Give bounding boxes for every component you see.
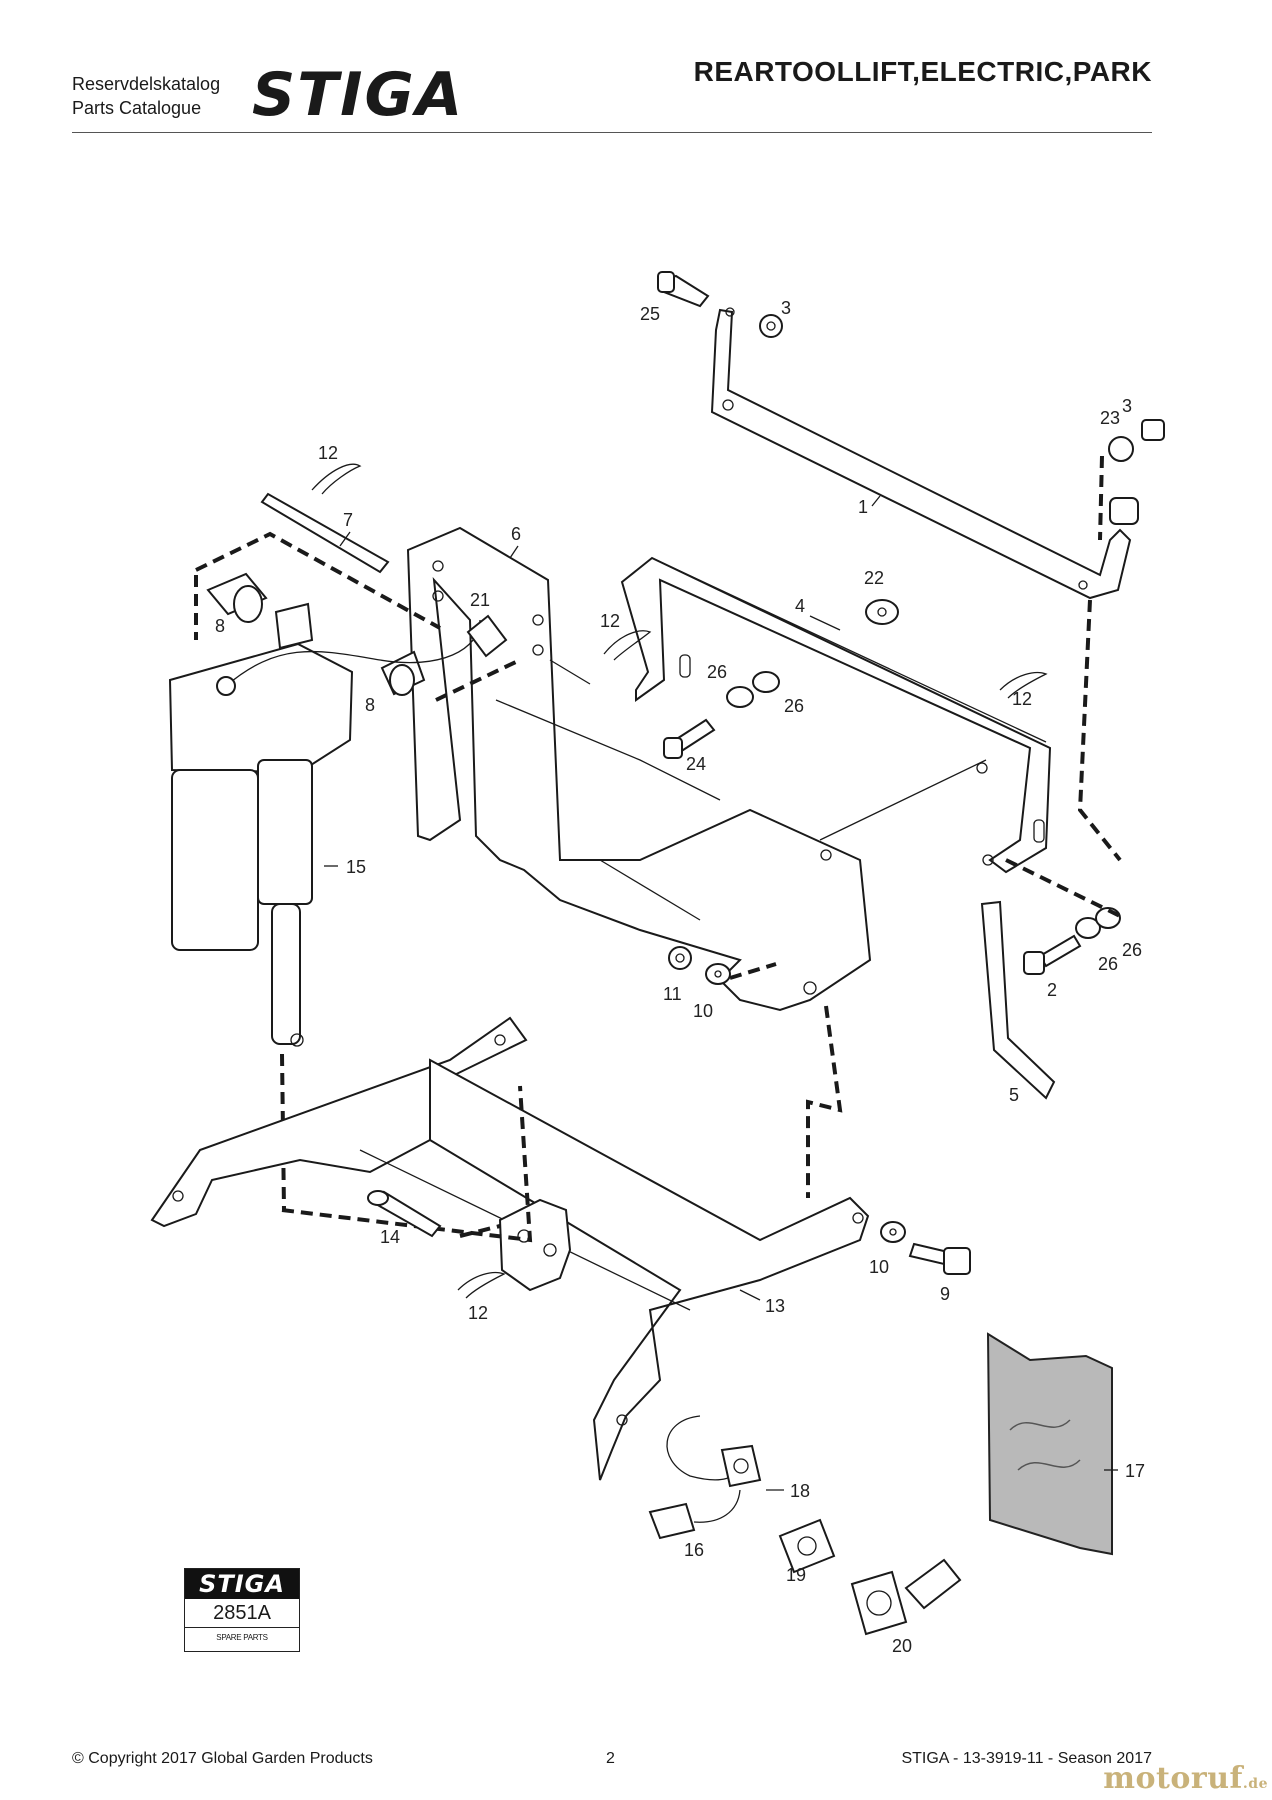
stiga-logo-text: STIGA <box>252 60 465 130</box>
part-5-lever <box>980 900 1056 1100</box>
callout-3-right: 3 <box>1122 396 1132 416</box>
callout-12-top: 12 <box>318 443 338 463</box>
catalog-label-english: Parts Catalogue <box>72 98 202 118</box>
part-16-plug <box>648 1489 741 1540</box>
watermark-text: motoruf <box>1103 1761 1243 1796</box>
footer-reference: STIGA - 13-3919-11 - Season 2017 <box>901 1750 1152 1767</box>
watermark-suffix: .de <box>1242 1776 1268 1792</box>
callout-14: 14 <box>380 1227 400 1247</box>
callout-8-left: 8 <box>215 616 225 636</box>
callout-19: 19 <box>786 1565 806 1585</box>
part-25-bolt <box>657 271 710 308</box>
callout-3-top: 3 <box>781 298 791 318</box>
part-3-nuts <box>759 314 1165 462</box>
callout-13: 13 <box>765 1296 785 1316</box>
watermark: motoruf.de <box>1103 1761 1268 1796</box>
callout-6: 6 <box>511 524 521 544</box>
callout-16: 16 <box>684 1540 704 1560</box>
footer-page-number: 2 <box>606 1750 615 1767</box>
callout-labels: 1 2 3 3 4 5 6 7 8 8 9 10 10 11 12 12 12 … <box>215 298 1145 1656</box>
callout-20: 20 <box>892 1636 912 1656</box>
callout-10-top: 10 <box>693 1001 713 1021</box>
callout-26-b: 26 <box>784 696 804 716</box>
callout-2: 2 <box>1047 980 1057 1000</box>
badge-logo: STIGA <box>185 1569 299 1599</box>
callout-7: 7 <box>343 510 353 530</box>
part-10-washers <box>705 963 906 1243</box>
callout-12-bottom: 12 <box>468 1303 488 1323</box>
part-13-hitch-frame <box>150 1016 870 1481</box>
spare-parts-badge: STIGA 2851A SPARE PARTS <box>184 1568 300 1652</box>
part-14-pin <box>367 1190 442 1238</box>
callout-10-bottom: 10 <box>869 1257 889 1277</box>
callout-15: 15 <box>346 857 366 877</box>
footer-copyright: © Copyright 2017 Global Garden Products <box>72 1750 373 1767</box>
callout-23: 23 <box>1100 408 1120 428</box>
part-15-actuator <box>168 602 481 1047</box>
part-24-bolt <box>663 718 716 759</box>
part-4-bracket-plate <box>620 556 1052 874</box>
callout-12-right: 12 <box>1012 689 1032 709</box>
callout-4: 4 <box>795 596 805 616</box>
callout-11: 11 <box>663 984 682 1004</box>
part-20-trailer-socket <box>850 1558 962 1636</box>
part-9-bolt <box>908 1242 971 1275</box>
callout-26-c: 26 <box>1098 954 1118 974</box>
callout-5: 5 <box>1009 1085 1019 1105</box>
callout-8-right: 8 <box>365 695 375 715</box>
part-1-lift-rod <box>710 307 1139 600</box>
callout-25: 25 <box>640 304 660 324</box>
badge-code: 2851A <box>185 1599 299 1628</box>
callout-21: 21 <box>470 590 490 610</box>
part-7-pin <box>260 492 390 574</box>
badge-subtext: SPARE PARTS <box>216 1633 268 1642</box>
callout-22: 22 <box>864 568 884 588</box>
callout-18: 18 <box>790 1481 810 1501</box>
part-12-clips <box>311 463 1048 1299</box>
callout-9: 9 <box>940 1284 950 1304</box>
callout-12-middle: 12 <box>600 611 620 631</box>
catalog-heading: Reservdelskatalog Parts Catalogue <box>72 72 220 120</box>
catalog-label-swedish: Reservdelskatalog <box>72 74 221 94</box>
header-divider <box>72 132 1152 133</box>
stiga-logo: STIGA <box>252 60 474 130</box>
part-11-nut <box>668 946 692 970</box>
part-21-connector <box>466 614 508 658</box>
callout-17: 17 <box>1125 1461 1145 1481</box>
part-22-spacer <box>865 599 899 625</box>
part-17-hardware-bag <box>986 1332 1113 1556</box>
part-18-socket-harness <box>666 1415 762 1488</box>
part-2-bolt <box>1023 934 1082 975</box>
page-title: REARTOOLLIFT,ELECTRIC,PARK <box>693 56 1152 87</box>
callout-24: 24 <box>686 754 706 774</box>
callout-1: 1 <box>858 497 868 517</box>
callout-26-d: 26 <box>1122 940 1142 960</box>
callout-26-a: 26 <box>707 662 727 682</box>
part-19-gasket <box>778 1518 836 1574</box>
